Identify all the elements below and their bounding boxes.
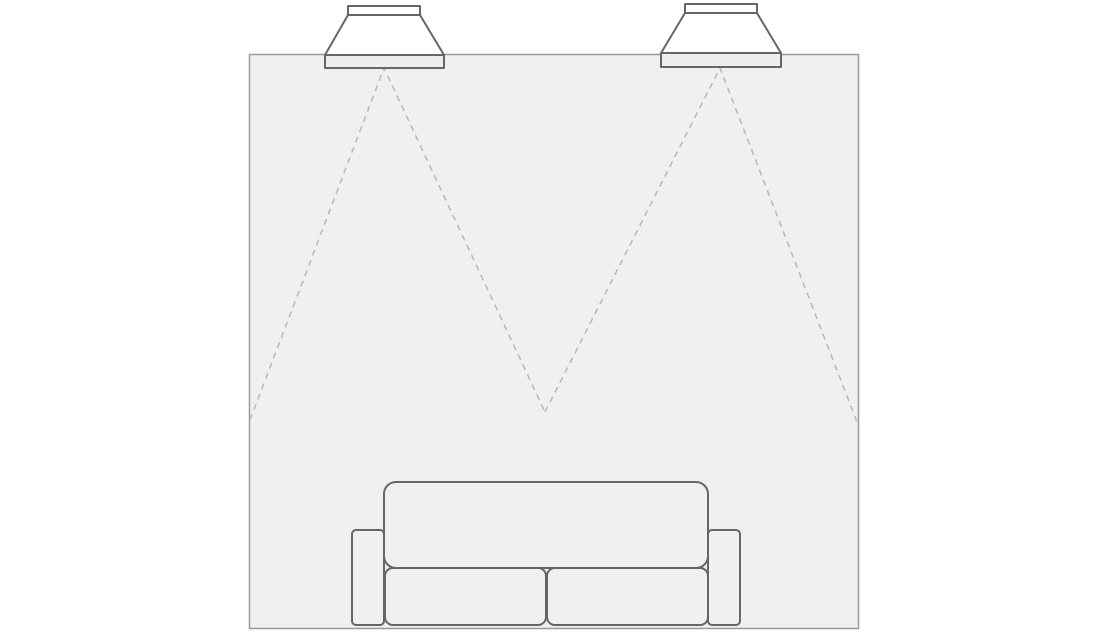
- ceiling-light-icon: [660, 3, 782, 68]
- ceiling-light-icon: [324, 5, 445, 69]
- light-cap: [684, 3, 758, 14]
- light-cap: [347, 5, 421, 16]
- sofa-right-cushion: [546, 567, 709, 626]
- sofa-left-cushion: [384, 567, 547, 626]
- sofa-icon: [351, 481, 741, 626]
- sofa-left-arm: [351, 529, 385, 626]
- light-shade: [324, 14, 445, 56]
- sofa-backrest: [383, 481, 709, 569]
- light-lens: [660, 52, 782, 68]
- light-lens: [324, 54, 445, 69]
- light-shade: [660, 12, 782, 54]
- sofa-right-arm: [707, 529, 741, 626]
